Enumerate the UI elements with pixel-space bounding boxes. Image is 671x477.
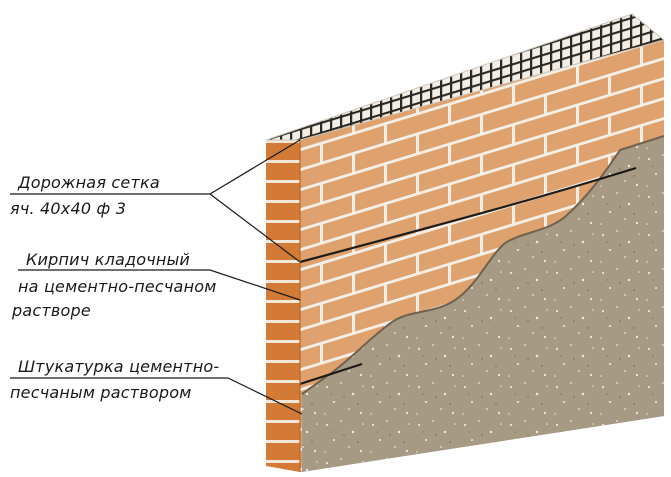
brick-label-line2: на цементно-песчаном (18, 277, 216, 296)
plaster-label-line2: песчаным раствором (10, 383, 192, 402)
plaster-layer (302, 136, 664, 472)
leader-brick (18, 269, 301, 301)
brick-label-line3: растворе (11, 301, 91, 320)
mesh-label-line2: яч. 40х40 ф 3 (10, 199, 126, 218)
top-cap (266, 14, 664, 140)
mesh-band-middle (299, 166, 637, 264)
leader-plaster (10, 377, 303, 415)
plaster-edge (301, 135, 665, 395)
plaster-label-line1: Штукатурка цементно- (18, 357, 219, 376)
leader-mesh (10, 139, 301, 263)
mesh-band-lower (299, 362, 363, 386)
brick-side-face (266, 140, 300, 472)
brick-label-line1: Кирпич кладочный (26, 250, 190, 269)
top-cap-outline (265, 13, 666, 141)
mesh-label-line1: Дорожная сетка (17, 173, 160, 192)
